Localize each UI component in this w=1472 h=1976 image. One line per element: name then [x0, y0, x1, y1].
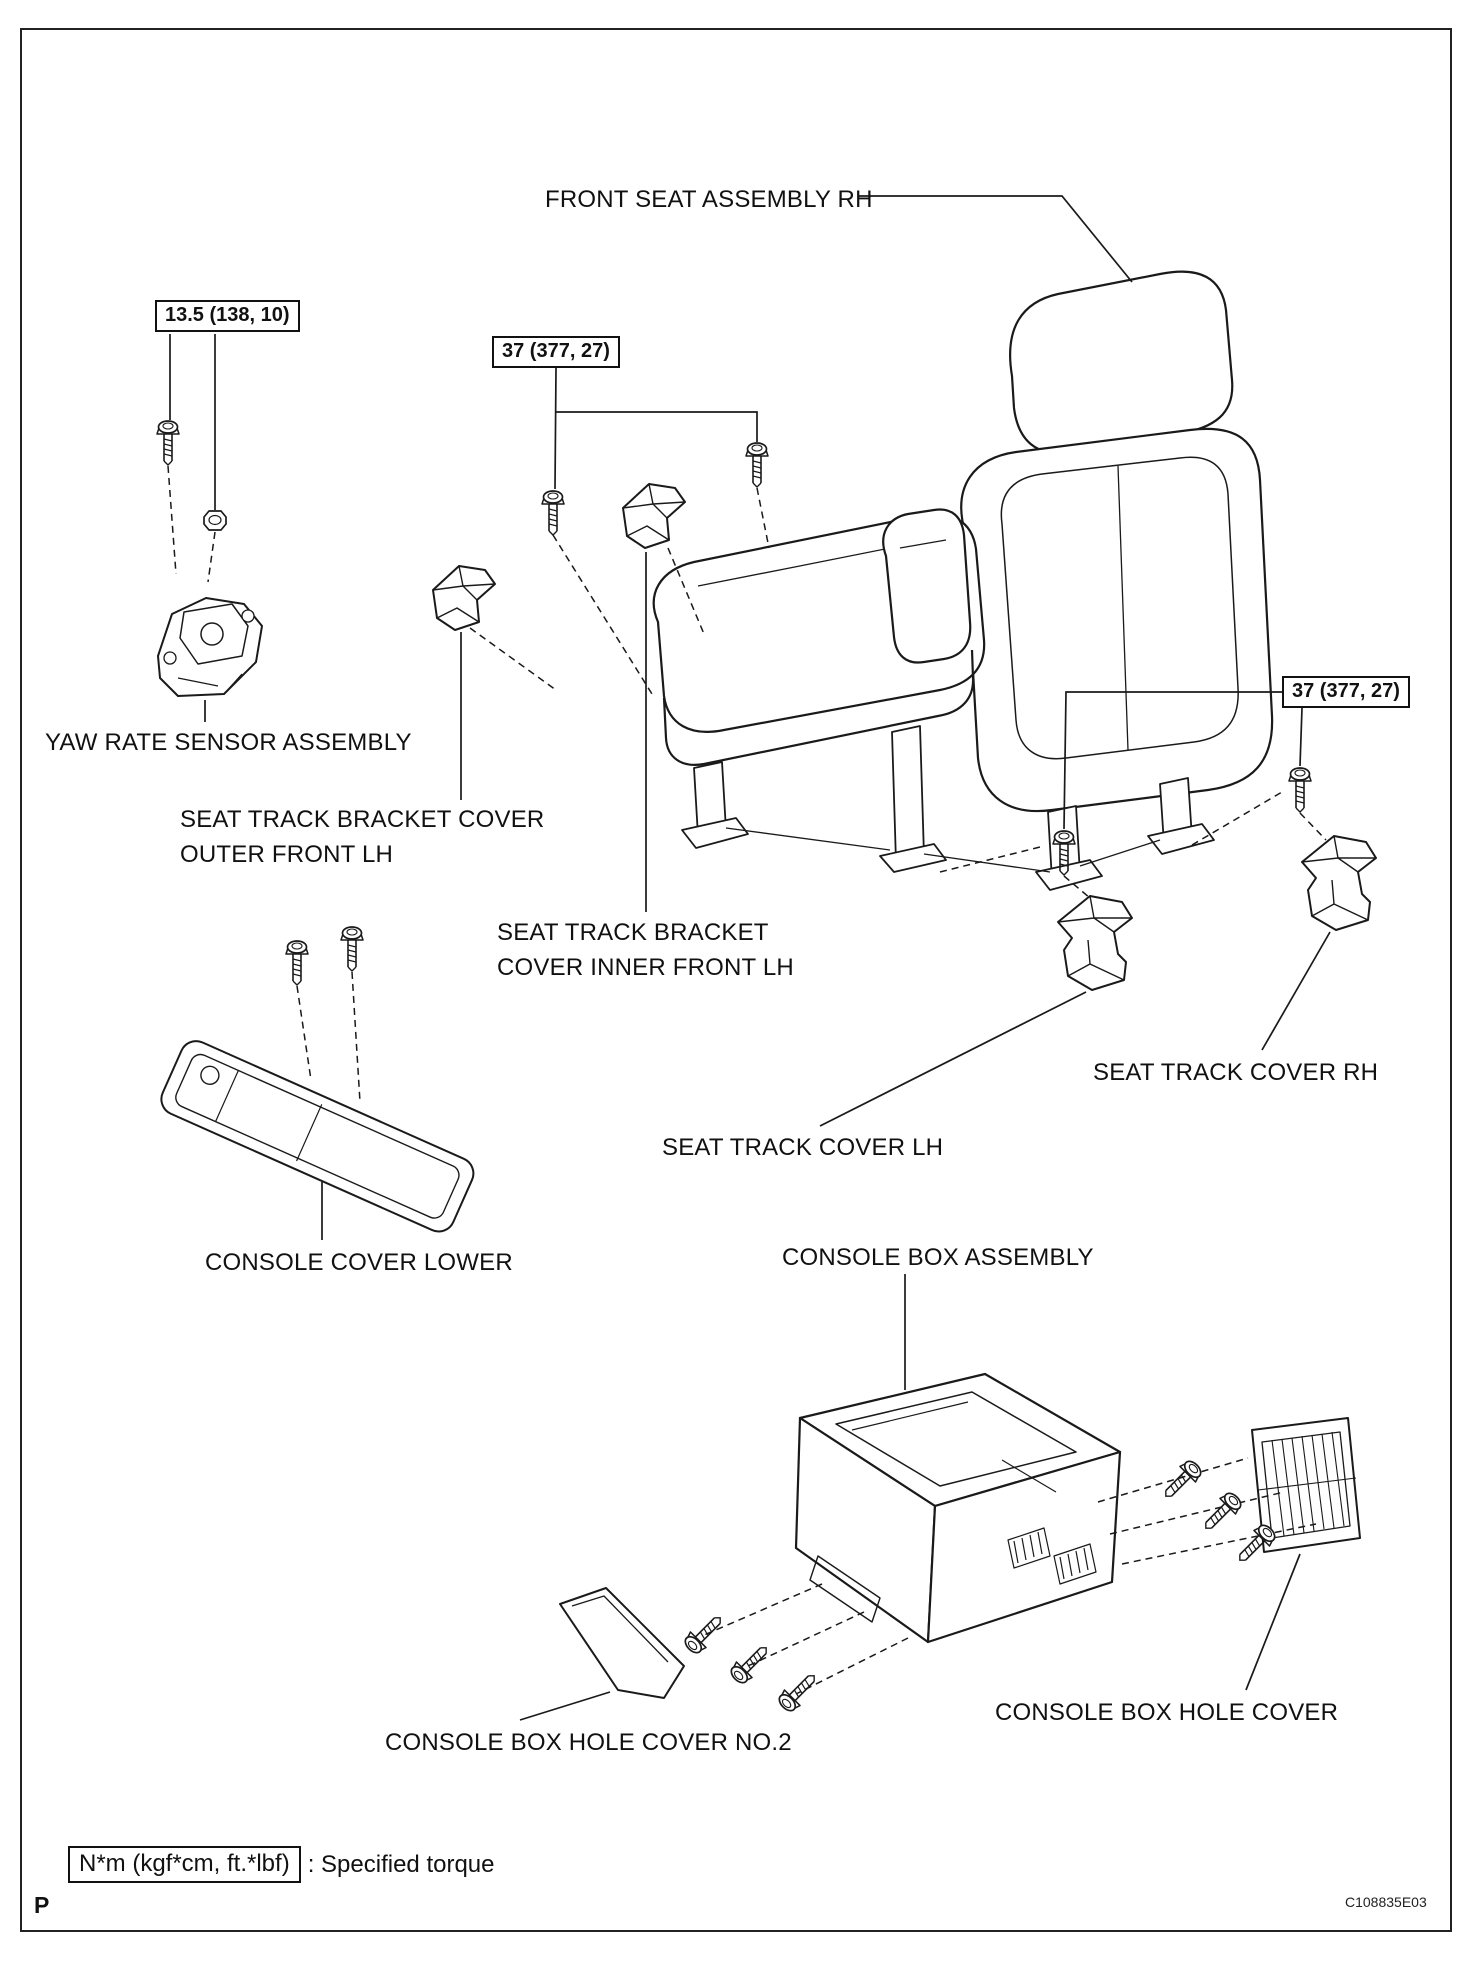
- bolt-icon: [745, 442, 769, 488]
- bolt-icon: [1197, 1488, 1246, 1537]
- leader-lines: [169, 195, 1331, 1721]
- label-line: OUTER FRONT LH: [180, 841, 394, 868]
- console-box-illustration: [794, 1372, 1122, 1644]
- bolt-icon: [774, 1667, 823, 1716]
- label-line: SEAT TRACK BRACKET COVER: [180, 806, 545, 833]
- console-box-hole-cover-no2-illustration: [559, 1587, 685, 1699]
- seat-headrest: [1009, 270, 1234, 455]
- label-console-box-hole-cover-no2: CONSOLE BOX HOLE COVER NO.2: [385, 1729, 792, 1756]
- console-cover-lower-illustration: [160, 1040, 475, 1233]
- label-seat-track-cover-lh: SEAT TRACK COVER LH: [662, 1134, 944, 1161]
- nut-icon: [203, 510, 227, 531]
- front-seat-illustration: [652, 270, 1274, 891]
- bolt-icon: [726, 1639, 775, 1688]
- page-border: [20, 28, 1452, 1932]
- label-seat-track-bracket-cover-inner-front-lh: SEAT TRACK BRACKET COVER INNER FRONT LH: [497, 915, 794, 985]
- seat-track-cover-lh-illustration: [1057, 895, 1133, 991]
- torque-legend-description: : Specified torque: [307, 1850, 495, 1878]
- torque-spec-yaw-rate-sensor: 13.5 (138, 10): [155, 300, 300, 332]
- label-console-cover-lower: CONSOLE COVER LOWER: [205, 1249, 513, 1276]
- label-console-box-assembly: CONSOLE BOX ASSEMBLY: [782, 1244, 1094, 1271]
- label-seat-track-bracket-cover-outer-front-lh: SEAT TRACK BRACKET COVER OUTER FRONT LH: [180, 802, 544, 872]
- torque-legend: N*m (kgf*cm, ft.*lbf) : Specified torque: [68, 1846, 495, 1883]
- bolt-icon: [1288, 767, 1312, 813]
- yaw-rate-sensor-illustration: [157, 597, 263, 697]
- seat-track-bracket-cover-inner-illustration: [622, 483, 686, 549]
- bolt-icon: [156, 420, 180, 466]
- label-console-box-hole-cover: CONSOLE BOX HOLE COVER: [995, 1699, 1339, 1726]
- seat-back: [960, 427, 1274, 813]
- bolt-icon: [541, 490, 565, 536]
- console-vents: [1007, 1527, 1097, 1585]
- page-marker: P: [34, 1892, 50, 1918]
- assembly-dashed-lines: [167, 465, 1327, 1695]
- torque-spec-seat-rear: 37 (377, 27): [1282, 676, 1410, 708]
- seat-armrest: [882, 508, 972, 664]
- bolt-icon: [340, 926, 364, 972]
- bolt-icon: [680, 1609, 729, 1658]
- seat-track-cover-rh-illustration: [1301, 835, 1377, 931]
- seat-track-bracket-cover-outer-illustration: [432, 565, 496, 631]
- torque-spec-seat-front: 37 (377, 27): [492, 336, 620, 368]
- label-front-seat-assembly-rh: FRONT SEAT ASSEMBLY RH: [545, 186, 873, 213]
- label-line: COVER INNER FRONT LH: [497, 954, 794, 981]
- label-line: SEAT TRACK BRACKET: [497, 919, 769, 946]
- bolt-icon: [285, 940, 309, 986]
- figure-code: C108835E03: [1345, 1894, 1427, 1910]
- torque-symbol-box: N*m (kgf*cm, ft.*lbf): [68, 1846, 301, 1883]
- label-yaw-rate-sensor-assembly: YAW RATE SENSOR ASSEMBLY: [45, 729, 412, 756]
- bolt-icon: [1157, 1456, 1206, 1505]
- label-seat-track-cover-rh: SEAT TRACK COVER RH: [1093, 1059, 1379, 1086]
- console-box-hole-cover-illustration: [1251, 1417, 1361, 1553]
